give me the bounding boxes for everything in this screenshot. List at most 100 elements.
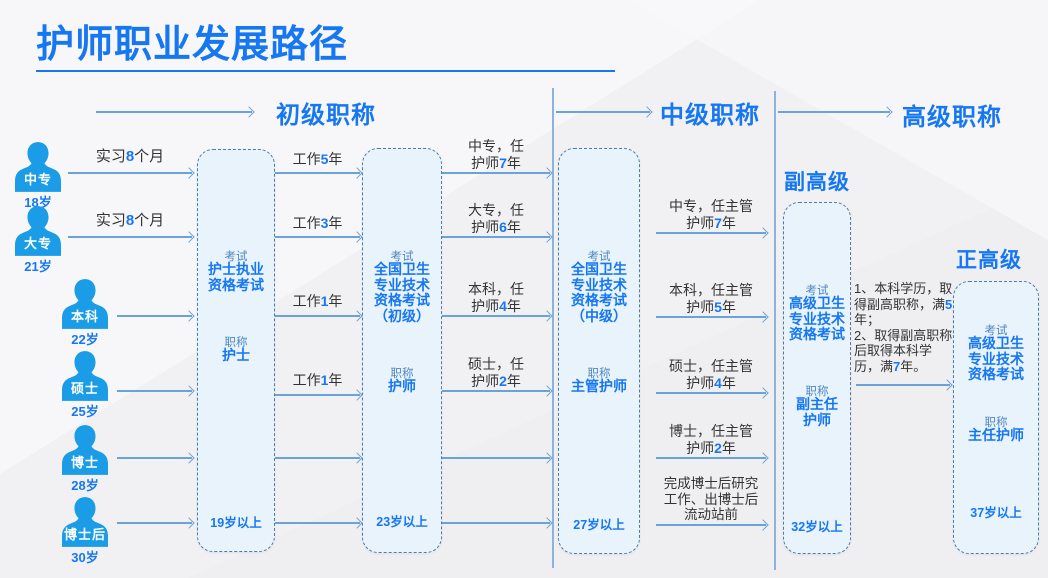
divider-middle-senior: [774, 91, 776, 570]
flow-arrow: [275, 457, 360, 459]
flow-arrow: [442, 457, 550, 459]
arrow-label-to-middle-3: 硕士，任主管 护师4年: [669, 358, 753, 391]
age-requirement: 27岁以上: [573, 518, 625, 532]
flow-arrow: [442, 522, 550, 524]
exam-label: 考试: [390, 251, 414, 263]
age-requirement: 23岁以上: [376, 515, 428, 529]
person-3: 本科: [62, 279, 108, 329]
flow-arrow: [275, 172, 360, 174]
rank-label: 职称: [805, 386, 829, 398]
flow-arrow: [68, 172, 192, 174]
person-icon: [62, 425, 108, 475]
flow-arrow: [656, 524, 766, 526]
deputy-senior-label: 副高级: [784, 171, 850, 194]
divider-junior-middle: [552, 88, 554, 568]
person-icon: [62, 351, 108, 401]
stage-box-chief-exam: 考试 高级卫生专业技术资格考试 职称 主任护师 37岁以上: [953, 281, 1039, 554]
flow-arrow: [117, 522, 192, 524]
exam-name: 高级卫生专业技术资格考试: [968, 335, 1024, 382]
flow-arrow: [442, 236, 550, 238]
section-header-senior: 高级职称: [902, 104, 1002, 131]
person-age: 18岁: [24, 195, 52, 210]
age-requirement: 37岁以上: [970, 506, 1022, 520]
stage-box-nurse-license: 考试 护士执业资格考试 职称 护士 19岁以上: [197, 149, 275, 552]
promotion-note-rule-2: 2、取得副高职称后取得本科学历，满7年。: [854, 327, 953, 374]
promotion-note-rule-1: 1、本科学历，取得副高职称，满5年；: [854, 281, 953, 327]
flow-arrow: [656, 232, 766, 234]
person-name: 博士后: [63, 527, 106, 542]
flow-arrow: [656, 316, 766, 318]
person-age: 21岁: [24, 259, 52, 274]
rank-name: 护师: [388, 378, 416, 394]
exam-label: 考试: [224, 251, 248, 263]
header-arrow-senior: [778, 111, 890, 113]
person-name: 博士: [70, 455, 99, 470]
exam-name: 护士执业资格考试: [208, 261, 264, 293]
person-5: 博士: [62, 425, 108, 475]
rank-label: 职称: [224, 337, 248, 349]
person-icon: [15, 206, 61, 256]
flow-arrow: [442, 390, 550, 392]
age-requirement: 19岁以上: [210, 516, 262, 530]
person-icon: [62, 497, 108, 547]
rank-name: 主管护师: [571, 378, 627, 394]
rank-label: 职称: [390, 368, 414, 380]
flow-arrow: [442, 172, 550, 174]
person-2: 大专: [15, 206, 61, 256]
flow-arrow: [117, 457, 192, 459]
header-arrow-junior: [96, 111, 252, 113]
arrow-label-to-junior-3: 本科，任 护师4年: [468, 281, 524, 314]
section-header-middle: 中级职称: [660, 102, 760, 129]
flow-arrow: [275, 236, 360, 238]
person-age: 25岁: [71, 404, 99, 419]
title-underline: [36, 70, 615, 72]
exam-label: 考试: [587, 251, 611, 263]
arrow-label-work-2: 工作3年: [292, 215, 343, 231]
arrow-label-to-middle-1: 中专，任主管 护师7年: [669, 198, 753, 231]
rank-label: 职称: [587, 368, 611, 380]
flow-arrow: [656, 457, 766, 459]
person-icon: [15, 142, 61, 192]
stage-box-middle-exam: 考试 全国卫生专业技术资格考试（中级） 职称 主管护师 27岁以上: [558, 148, 640, 554]
arrow-label-to-junior-4: 硕士，任 护师2年: [468, 356, 524, 389]
person-name: 硕士: [70, 381, 99, 396]
arrow-label-to-junior-2: 大专，任 护师6年: [468, 202, 524, 235]
page-title: 护师职业发展路径: [36, 24, 349, 66]
arrow-label-work-3: 工作1年: [292, 293, 343, 309]
flow-arrow: [117, 390, 192, 392]
person-age: 28岁: [71, 478, 99, 493]
exam-name: 高级卫生专业技术资格考试: [789, 295, 845, 342]
section-header-junior: 初级职称: [276, 102, 376, 129]
person-name: 本科: [70, 309, 99, 324]
person-4: 硕士: [62, 351, 108, 401]
person-age: 22岁: [71, 332, 99, 347]
flow-arrow: [656, 392, 766, 394]
flow-arrow: [275, 315, 360, 317]
stage-box-junior-exam: 考试 全国卫生专业技术资格考试（初级） 职称 护师 23岁以上: [362, 148, 442, 553]
exam-label: 考试: [805, 285, 829, 297]
flow-arrow: [275, 394, 360, 396]
arrow-label-to-junior-1: 中专，任 护师7年: [468, 138, 524, 171]
header-arrow-middle: [556, 111, 650, 113]
rank-name: 主任护师: [968, 427, 1024, 443]
flow-arrow: [68, 236, 192, 238]
person-icon: [62, 279, 108, 329]
age-requirement: 32岁以上: [791, 520, 843, 534]
person-1: 中专: [15, 142, 61, 192]
flow-arrow: [442, 315, 550, 317]
arrow-label-work-4: 工作1年: [292, 372, 343, 388]
rank-label: 职称: [984, 417, 1008, 429]
arrow-label-work-1: 工作5年: [292, 151, 343, 167]
rank-name: 副主任护师: [796, 396, 838, 428]
promotion-note: 1、本科学历，取得副高职称，满5年； 2、取得副高职称后取得本科学历，满7年。: [854, 281, 956, 374]
full-senior-label: 正高级: [956, 249, 1022, 272]
person-6: 博士后: [62, 497, 108, 547]
person-name: 中专: [23, 172, 52, 187]
flow-arrow: [117, 315, 192, 317]
person-age: 30岁: [71, 550, 99, 565]
flow-arrow: [856, 384, 950, 386]
postdoc-note: 完成博士后研究工作、出博士后流动站前: [663, 476, 759, 522]
arrow-label-intern-1: 实习8个月: [95, 148, 165, 165]
person-name: 大专: [23, 236, 52, 251]
